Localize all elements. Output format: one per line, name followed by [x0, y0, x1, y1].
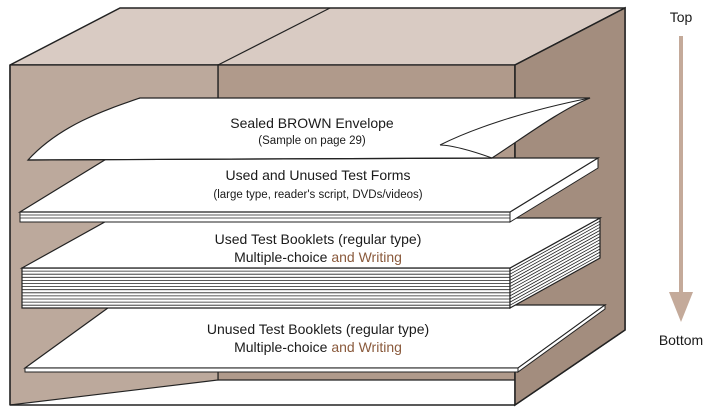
booklet-edge-line — [509, 220, 601, 272]
order-arrow-head — [669, 292, 693, 322]
layer-test-forms: Used and Unused Test Forms (large type, … — [17, 157, 601, 223]
booklet-edge-line — [509, 233, 601, 284]
layer-unused-booklets: Unused Test Booklets (regular type) Mult… — [23, 304, 607, 373]
booklet-edge-line — [509, 226, 601, 278]
layer-unused-booklets-mc: Multiple-choice — [234, 339, 331, 355]
order-indicator: Top Bottom — [659, 9, 703, 348]
order-bottom-label: Bottom — [659, 332, 703, 348]
layer-used-booklets-writing: and Writing — [331, 249, 402, 265]
layer-used-booklets-line2: Multiple-choice and Writing — [234, 249, 402, 265]
booklet-edge-line — [509, 236, 601, 287]
booklet-edge-line — [509, 223, 601, 275]
order-top-label: Top — [670, 9, 693, 25]
layer-sealed-envelope-title: Sealed BROWN Envelope — [230, 115, 394, 131]
booklet-edge-line — [509, 254, 601, 306]
booklet-edge-line — [509, 245, 601, 297]
layer-unused-booklets-line2: Multiple-choice and Writing — [234, 339, 402, 355]
layer-sealed-envelope: Sealed BROWN Envelope (Sample on page 29… — [26, 97, 591, 161]
booklet-edge-line — [509, 242, 601, 294]
booklet-edge-line — [509, 248, 601, 300]
layer-unused-booklets-title: Unused Test Booklets (regular type) — [207, 321, 429, 337]
layer-test-forms-title: Used and Unused Test Forms — [226, 167, 411, 183]
booklet-edge-line — [509, 230, 601, 281]
layer-used-booklets-mc: Multiple-choice — [234, 249, 331, 265]
booklet-edge-line — [509, 251, 601, 303]
layer-unused-booklets-writing: and Writing — [331, 339, 402, 355]
layer-used-booklets: Used Test Booklets (regular type) Multip… — [19, 216, 603, 310]
layer-sealed-envelope-note: (Sample on page 29) — [258, 135, 366, 147]
layer-used-booklets-title: Used Test Booklets (regular type) — [215, 231, 422, 247]
layer-test-forms-note: (large type, reader's script, DVDs/video… — [213, 189, 422, 201]
booklet-edge-line — [509, 239, 601, 291]
